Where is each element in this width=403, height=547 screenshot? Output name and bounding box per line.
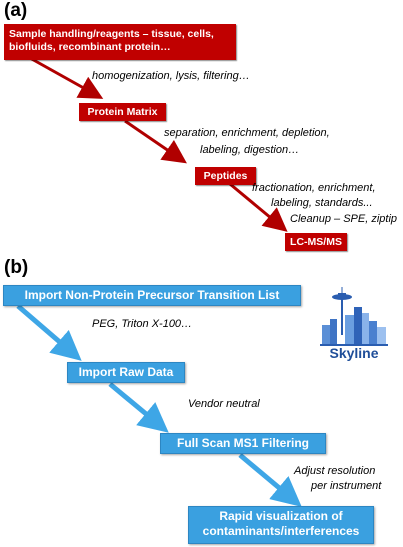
arrow-matrix-to-peptides <box>124 119 187 164</box>
panel-b-label: (b) <box>4 257 29 278</box>
arrow-sample-to-matrix <box>29 56 104 99</box>
import-transition-list-box: Import Non-Protein Precursor Transition … <box>3 285 301 306</box>
note-fractionation-line1: fractionation, enrichment, <box>252 182 376 194</box>
note-vendor-neutral: Vendor neutral <box>188 398 260 410</box>
lcms-box: LC-MS/MS <box>285 233 347 251</box>
peptides-box: Peptides <box>195 167 256 185</box>
note-cleanup: Cleanup – SPE, ziptip <box>290 213 398 225</box>
rapid-visualization-line2: contaminants/interferences <box>202 524 360 538</box>
panel-a-label: (a) <box>4 0 28 21</box>
import-raw-data-box: Import Raw Data <box>67 362 185 383</box>
note-fractionation-line2: labeling, standards... <box>271 197 373 209</box>
note-separation-line1: separation, enrichment, depletion, <box>164 127 330 139</box>
protein-matrix-box: Protein Matrix <box>79 103 166 121</box>
rapid-visualization-box: Rapid visualization of contaminants/inte… <box>188 506 374 544</box>
note-homogenization: homogenization, lysis, filtering… <box>92 70 250 82</box>
skyline-logo-icon <box>320 285 388 362</box>
arrow-import-to-raw <box>16 304 82 361</box>
skyline-logo-text: Skyline <box>329 345 379 361</box>
skyline-logo: Skyline <box>320 285 388 362</box>
arrow-raw-to-fullscan <box>108 382 169 433</box>
sample-handling-box: Sample handling/reagents – tissue, cells… <box>4 24 236 60</box>
full-scan-ms1-box: Full Scan MS1 Filtering <box>160 433 326 454</box>
note-peg: PEG, Triton X-100… <box>92 318 193 330</box>
rapid-visualization-line1: Rapid visualization of <box>219 509 343 523</box>
note-adjust-resolution-line1: Adjust resolution <box>294 465 376 477</box>
note-separation-line2: labeling, digestion… <box>200 144 300 156</box>
arrow-fullscan-to-rapid <box>238 453 302 507</box>
arrow-peptides-to-lcms <box>229 182 288 232</box>
note-adjust-resolution-line2: per instrument <box>311 480 382 492</box>
